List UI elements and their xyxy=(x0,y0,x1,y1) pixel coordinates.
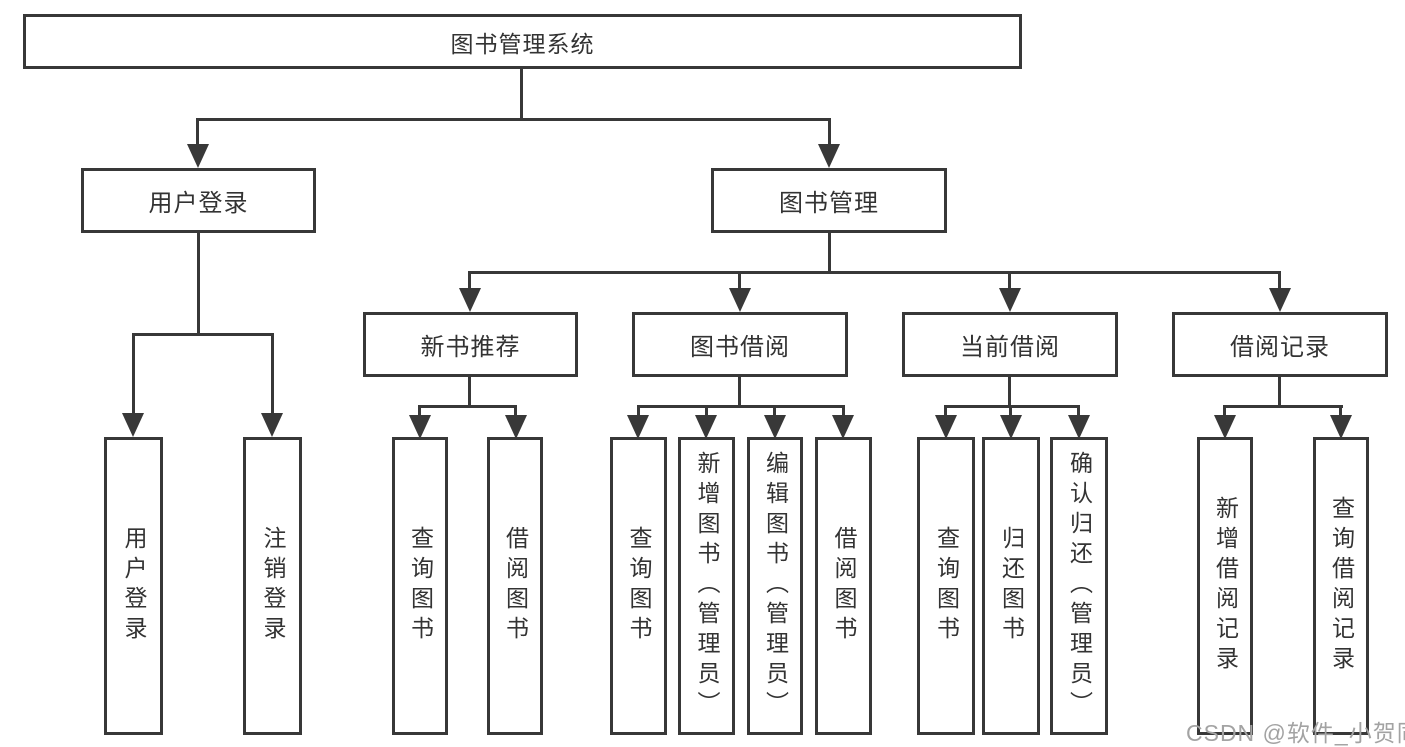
arrow-down-icon xyxy=(1000,415,1022,439)
leaf-query-books-current: 查询图书 xyxy=(917,437,975,735)
connector-line xyxy=(132,333,135,415)
leaf-borrow-books-borrowing: 借阅图书 xyxy=(815,437,872,735)
connector-line xyxy=(469,271,1281,274)
connector-line xyxy=(705,405,708,417)
connector-line xyxy=(773,405,776,417)
arrow-down-icon xyxy=(505,415,527,439)
connector-line xyxy=(1008,271,1011,291)
connector-line xyxy=(468,271,471,291)
connector-line xyxy=(738,377,741,407)
arrow-down-icon xyxy=(695,415,717,439)
arrow-down-icon xyxy=(1330,415,1352,439)
leaf-query-borrow-record: 查询借阅记录 xyxy=(1313,437,1369,735)
node-label: 查询借阅记录 xyxy=(1328,496,1355,676)
node-label: 归还图书 xyxy=(998,526,1025,646)
node-label: 注销登录 xyxy=(260,526,286,646)
node-label: 查询图书 xyxy=(933,526,960,646)
connector-line xyxy=(842,405,845,417)
arrow-down-icon xyxy=(627,415,649,439)
node-label: 查询图书 xyxy=(626,526,652,646)
connector-line xyxy=(1278,377,1281,407)
node-label: 借阅记录 xyxy=(1230,334,1330,361)
node-label: 新增借阅记录 xyxy=(1212,496,1239,676)
connector-line xyxy=(828,233,831,274)
node-label: 图书管理 xyxy=(779,190,879,217)
connector-line xyxy=(520,69,523,118)
leaf-edit-book-admin: 编辑图书（管理员） xyxy=(747,437,803,735)
connector-line xyxy=(944,405,1080,408)
arrow-down-icon xyxy=(832,415,854,439)
leaf-add-borrow-record: 新增借阅记录 xyxy=(1197,437,1253,735)
connector-line xyxy=(1278,271,1281,291)
connector-line xyxy=(1077,405,1080,417)
connector-line xyxy=(197,233,200,334)
node-new-book-recommendation: 新书推荐 xyxy=(363,312,578,377)
connector-line xyxy=(418,405,421,417)
node-label: 借阅图书 xyxy=(502,526,529,646)
leaf-query-books-recommend: 查询图书 xyxy=(392,437,448,735)
leaf-user-login: 用户登录 xyxy=(104,437,163,735)
node-label: 查询图书 xyxy=(407,526,434,646)
leaf-borrow-books-recommend: 借阅图书 xyxy=(487,437,543,735)
arrow-down-icon xyxy=(818,144,840,168)
leaf-return-book: 归还图书 xyxy=(982,437,1040,735)
connector-line xyxy=(196,118,199,146)
connector-line xyxy=(1009,405,1012,417)
node-library-management-system: 图书管理系统 xyxy=(23,14,1022,69)
connector-line xyxy=(637,405,640,417)
watermark: CSDN @软件_小贺同学 xyxy=(1186,720,1405,746)
connector-line xyxy=(738,271,741,291)
connector-line xyxy=(1008,377,1011,407)
connector-line xyxy=(468,377,471,407)
arrow-down-icon xyxy=(459,288,481,312)
arrow-down-icon xyxy=(729,288,751,312)
node-current-borrowing: 当前借阅 xyxy=(902,312,1118,377)
connector-line xyxy=(132,333,274,336)
arrow-down-icon xyxy=(999,288,1021,312)
arrow-down-icon xyxy=(1068,415,1090,439)
node-book-management: 图书管理 xyxy=(711,168,947,233)
connector-line xyxy=(514,405,517,417)
arrow-down-icon xyxy=(122,413,144,437)
connector-line xyxy=(197,118,831,121)
node-label: 确认归还（管理员） xyxy=(1066,451,1093,721)
connector-line xyxy=(828,118,831,146)
connector-line xyxy=(1223,405,1226,417)
node-label: 图书管理系统 xyxy=(450,30,595,57)
leaf-logout: 注销登录 xyxy=(243,437,302,735)
arrow-down-icon xyxy=(1269,288,1291,312)
node-label: 用户登录 xyxy=(148,190,249,217)
connector-line xyxy=(271,333,274,415)
node-label: 用户登录 xyxy=(121,526,147,646)
arrow-down-icon xyxy=(409,415,431,439)
arrow-down-icon xyxy=(261,413,283,437)
arrow-down-icon xyxy=(935,415,957,439)
connector-line xyxy=(418,405,517,408)
arrow-down-icon xyxy=(764,415,786,439)
connector-line xyxy=(1339,405,1342,417)
node-label: 编辑图书（管理员） xyxy=(762,451,789,721)
node-user-login: 用户登录 xyxy=(81,168,316,233)
leaf-confirm-return-admin: 确认归还（管理员） xyxy=(1050,437,1108,735)
connector-line xyxy=(1223,405,1343,408)
leaf-add-book-admin: 新增图书（管理员） xyxy=(678,437,735,735)
arrow-down-icon xyxy=(187,144,209,168)
arrow-down-icon xyxy=(1214,415,1236,439)
node-label: 借阅图书 xyxy=(831,526,857,646)
leaf-query-books-borrowing: 查询图书 xyxy=(610,437,667,735)
connector-line xyxy=(944,405,947,417)
node-label: 当前借阅 xyxy=(960,334,1060,361)
node-label: 图书借阅 xyxy=(690,334,790,361)
node-label: 新增图书（管理员） xyxy=(694,451,720,721)
node-borrowing-records: 借阅记录 xyxy=(1172,312,1388,377)
node-label: 新书推荐 xyxy=(420,334,521,361)
node-book-borrowing: 图书借阅 xyxy=(632,312,848,377)
connector-line xyxy=(637,405,845,408)
